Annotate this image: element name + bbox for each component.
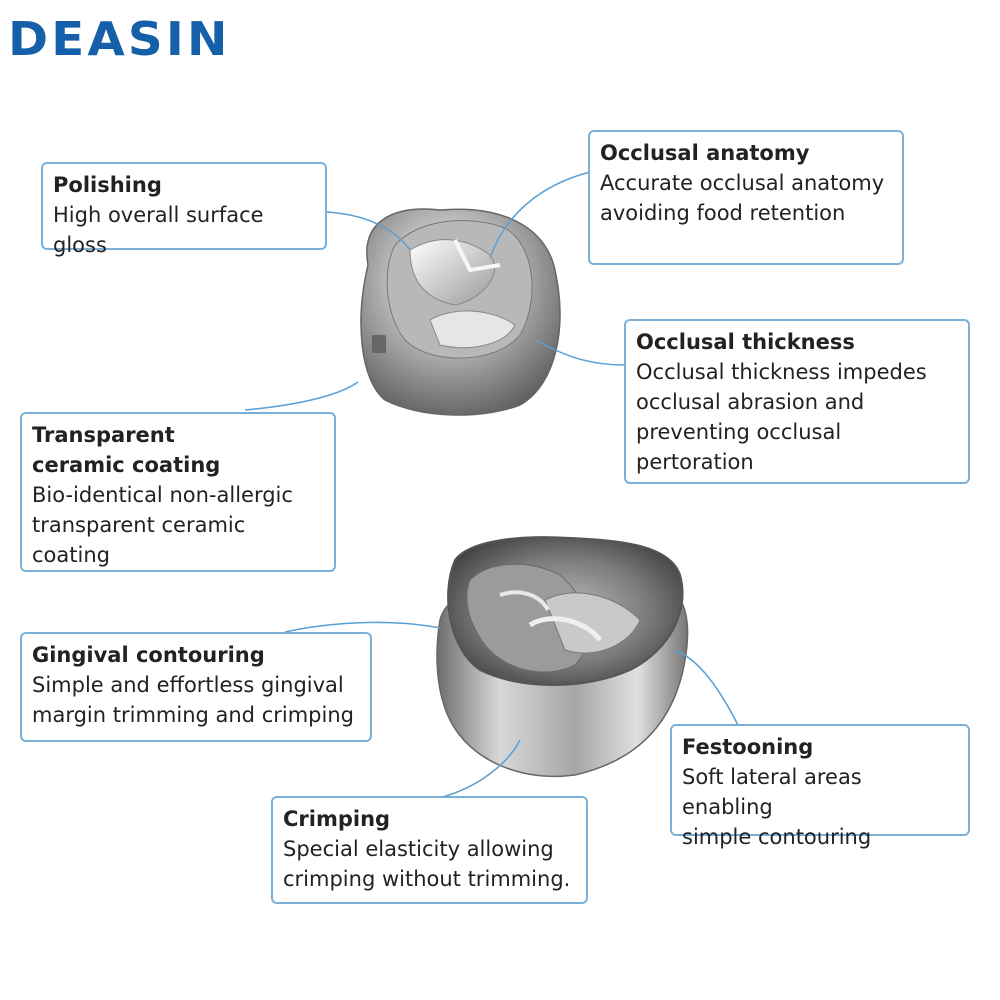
callout-gingival-contouring: Gingival contouring Simple and effortles… [20,632,372,742]
leader-gingival-contouring [284,621,441,633]
callout-polishing-desc: High overall surface gloss [53,203,264,257]
callout-polishing-title: Polishing [53,173,162,197]
callout-transparent-coating-desc-1: Bio-identical non-allergic [32,483,293,507]
callout-occlusal-thickness-desc-1: Occlusal thickness impedes [636,360,927,384]
callout-occlusal-thickness-title: Occlusal thickness [636,330,855,354]
callout-crimping-desc-2: crimping without trimming. [283,867,571,891]
leader-transparent-coating [244,381,359,411]
callout-transparent-coating: Transparent ceramic coating Bio-identica… [20,412,336,572]
callout-transparent-coating-title-2: ceramic coating [32,453,221,477]
brand-logo: DEASIN [8,12,231,66]
callout-occlusal-thickness-desc-3: preventing occlusal pertoration [636,420,842,474]
callout-gingival-contouring-desc-1: Simple and effortless gingival [32,673,344,697]
callout-occlusal-anatomy-desc-1: Accurate occlusal anatomy [600,171,885,195]
callout-occlusal-anatomy-desc-2: avoiding food retention [600,201,846,225]
crown-bottom-image [436,536,689,777]
callout-polishing: Polishing High overall surface gloss [41,162,327,257]
callout-crimping: Crimping Special elasticity allowing cri… [271,796,588,904]
leader-polishing [326,211,411,251]
callout-transparent-coating-desc-2: transparent ceramic coating [32,513,246,567]
leader-occlusal-anatomy [489,171,591,259]
callout-festooning-desc-1: Soft lateral areas enabling [682,765,862,819]
callout-festooning-title: Festooning [682,735,814,759]
leader-festooning [674,649,739,726]
callout-crimping-desc-1: Special elasticity allowing [283,837,554,861]
callout-occlusal-anatomy: Occlusal anatomy Accurate occlusal anato… [588,130,904,265]
callout-occlusal-anatomy-title: Occlusal anatomy [600,141,810,165]
callout-gingival-contouring-title: Gingival contouring [32,643,265,667]
callout-crimping-title: Crimping [283,807,391,831]
callout-occlusal-thickness: Occlusal thickness Occlusal thickness im… [624,319,970,484]
callout-transparent-coating-title-1: Transparent [32,423,175,447]
leader-lines [244,171,739,801]
callout-occlusal-thickness-desc-2: occlusal abrasion and [636,390,865,414]
callout-festooning-desc-2: simple contouring [682,825,872,849]
leader-occlusal-thickness [534,339,626,366]
callout-festooning: Festooning Soft lateral areas enabling s… [670,724,970,849]
crown-top-image [360,208,561,416]
callout-gingival-contouring-desc-2: margin trimming and crimping [32,703,354,727]
